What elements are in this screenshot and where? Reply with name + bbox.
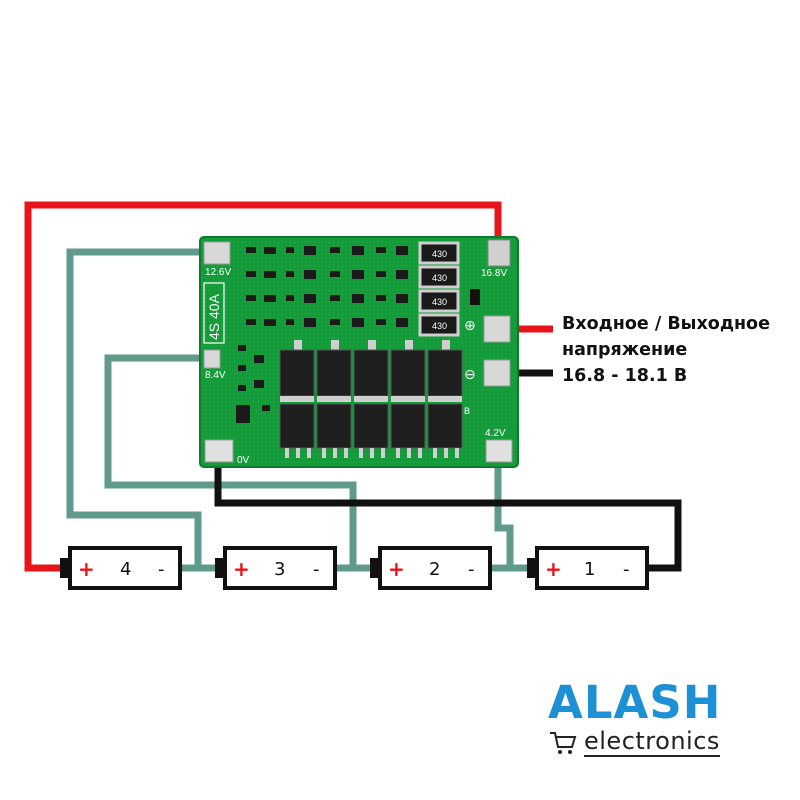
battery-cell-2: + 2 - bbox=[370, 546, 492, 590]
rating-label-box: 4S 40A bbox=[203, 282, 225, 344]
cell-3-number: 3 bbox=[274, 559, 285, 580]
resistor-marking-2: 430 bbox=[432, 273, 447, 283]
cell-4-plus: + bbox=[78, 557, 95, 581]
minus-symbol: ⊖ bbox=[464, 367, 476, 383]
logo-brand: ALASH bbox=[548, 676, 722, 729]
pad-b-label: B bbox=[464, 406, 470, 416]
resistor-marking-1: 430 bbox=[432, 249, 447, 259]
wire-balance-8v4 bbox=[104, 354, 357, 568]
pad-16v8 bbox=[487, 239, 511, 267]
pad-label-16v8: 16.8V bbox=[481, 268, 507, 279]
shopping-cart-icon bbox=[550, 731, 577, 754]
resistor-marking-4: 430 bbox=[432, 321, 447, 331]
voltage-note: Входное / Выходное напряжение 16.8 - 18.… bbox=[562, 311, 792, 389]
pad-4v2 bbox=[485, 439, 513, 463]
plus-symbol: ⊕ bbox=[464, 318, 476, 334]
pad-output-plus bbox=[483, 315, 511, 343]
note-line-3: 16.8 - 18.1 В bbox=[562, 366, 688, 386]
battery-cell-1: + 1 - bbox=[527, 546, 649, 590]
pad-12v6 bbox=[203, 241, 231, 265]
pad-output-minus bbox=[483, 359, 511, 387]
cell-1-number: 1 bbox=[584, 559, 595, 580]
mosfets-bottom-row bbox=[279, 403, 463, 458]
cell-3-plus: + bbox=[233, 557, 250, 581]
note-line-1: Входное / Выходное bbox=[562, 314, 770, 334]
logo-tagline: electronics bbox=[584, 727, 720, 757]
pad-label-8v4: 8.4V bbox=[205, 370, 226, 381]
pad-0v bbox=[204, 439, 234, 463]
cell-4-minus: - bbox=[158, 559, 165, 580]
resistor-marking-3: 430 bbox=[432, 297, 447, 307]
cell-4-number: 4 bbox=[120, 559, 131, 580]
pad-label-0v: 0V bbox=[237, 455, 250, 466]
alash-logo: ALASH electronics bbox=[548, 680, 748, 757]
pad-label-4v2: 4.2V bbox=[485, 428, 506, 439]
cell-2-minus: - bbox=[468, 559, 475, 580]
wire-negative-black bbox=[214, 455, 682, 572]
mosfets-top-row bbox=[279, 340, 463, 402]
cell-2-plus: + bbox=[388, 557, 405, 581]
shunt-resistors: 430 430 430 430 bbox=[418, 241, 480, 337]
note-line-2: напряжение bbox=[562, 340, 688, 360]
cell-2-number: 2 bbox=[429, 559, 440, 580]
battery-cell-4: + 4 - bbox=[60, 546, 182, 590]
logo-tag-row: electronics bbox=[548, 728, 748, 757]
pad-8v4 bbox=[203, 349, 221, 369]
wire-balance-4v2 bbox=[494, 455, 514, 568]
rating-label: 4S 40A bbox=[206, 293, 222, 340]
wires bbox=[24, 201, 682, 572]
battery-cell-3: + 3 - bbox=[215, 546, 337, 590]
cell-1-minus: - bbox=[623, 559, 630, 580]
cell-1-plus: + bbox=[545, 557, 562, 581]
control-components bbox=[236, 246, 408, 423]
wire-positive-red bbox=[24, 201, 502, 572]
bms-board: 12.6V 8.4V 0V 4.2V 16.8V ⊕ ⊖ B 4S 40A bbox=[199, 236, 519, 468]
wire-balance-12v6 bbox=[66, 248, 208, 568]
cell-3-minus: - bbox=[313, 559, 320, 580]
pad-label-12v6: 12.6V bbox=[205, 267, 231, 278]
